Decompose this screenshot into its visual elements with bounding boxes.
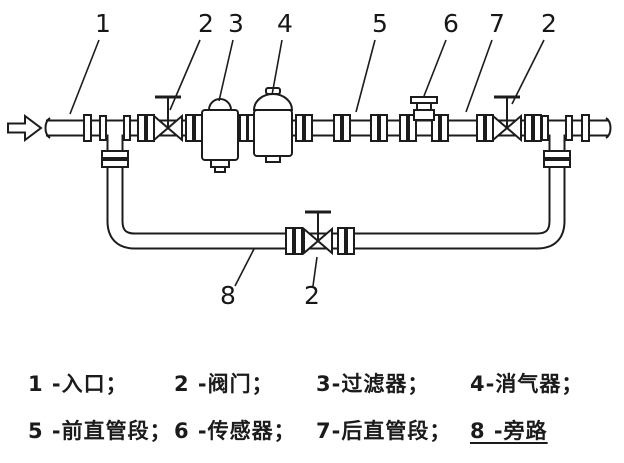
callout-5: 5	[372, 9, 388, 38]
piping-diagram: 1 2 3 4 5 6 7 2 8 2	[7, 9, 612, 310]
legend-item-inlet: 1 -入口；	[28, 372, 128, 396]
left-break	[44, 117, 51, 139]
legend-item-bypass: 8 -旁路	[470, 419, 548, 443]
callout-numbers: 1 2 3 4 5 6 7 2 8 2	[95, 9, 557, 310]
leader-lines	[69, 39, 545, 287]
legend-item-rear-straight: 7-后直管段；	[316, 419, 452, 443]
legend-item-sensor: 6 -传感器；	[174, 419, 296, 443]
pipe-network	[46, 119, 608, 250]
valve-bypass-icon	[303, 210, 333, 256]
bypass-pipe	[106, 128, 566, 250]
callout-3: 3	[228, 9, 244, 38]
callout-2-right: 2	[541, 9, 557, 38]
bypass-pipe-bore	[108, 128, 564, 248]
callout-2-left: 2	[198, 9, 214, 38]
air-eliminator-icon	[252, 87, 294, 163]
pipe-end-breaks	[44, 117, 612, 139]
right-break	[605, 117, 612, 139]
legend-item-front-straight: 5 -前直管段；	[28, 419, 172, 443]
callout-2-bypass: 2	[304, 281, 320, 310]
callout-8: 8	[220, 281, 236, 310]
callout-7: 7	[489, 9, 505, 38]
filter-icon	[201, 98, 239, 173]
flange-joints	[83, 114, 590, 255]
legend-item-air-eliminator: 4-消气器；	[470, 372, 584, 396]
legend: 1 -入口； 2 -阀门； 3-过滤器； 4-消气器； 5 -前直管段； 6 -…	[28, 368, 618, 443]
inlet-arrow-icon	[7, 114, 43, 142]
legend-item-filter: 3-过滤器；	[316, 372, 430, 396]
legend-item-valve: 2 -阀门；	[174, 372, 274, 396]
callout-6: 6	[443, 9, 459, 38]
valve-left-icon	[153, 95, 183, 143]
callout-4: 4	[277, 9, 293, 38]
callout-1: 1	[95, 9, 111, 38]
valve-right-icon	[492, 95, 522, 143]
sensor-icon	[410, 96, 438, 121]
